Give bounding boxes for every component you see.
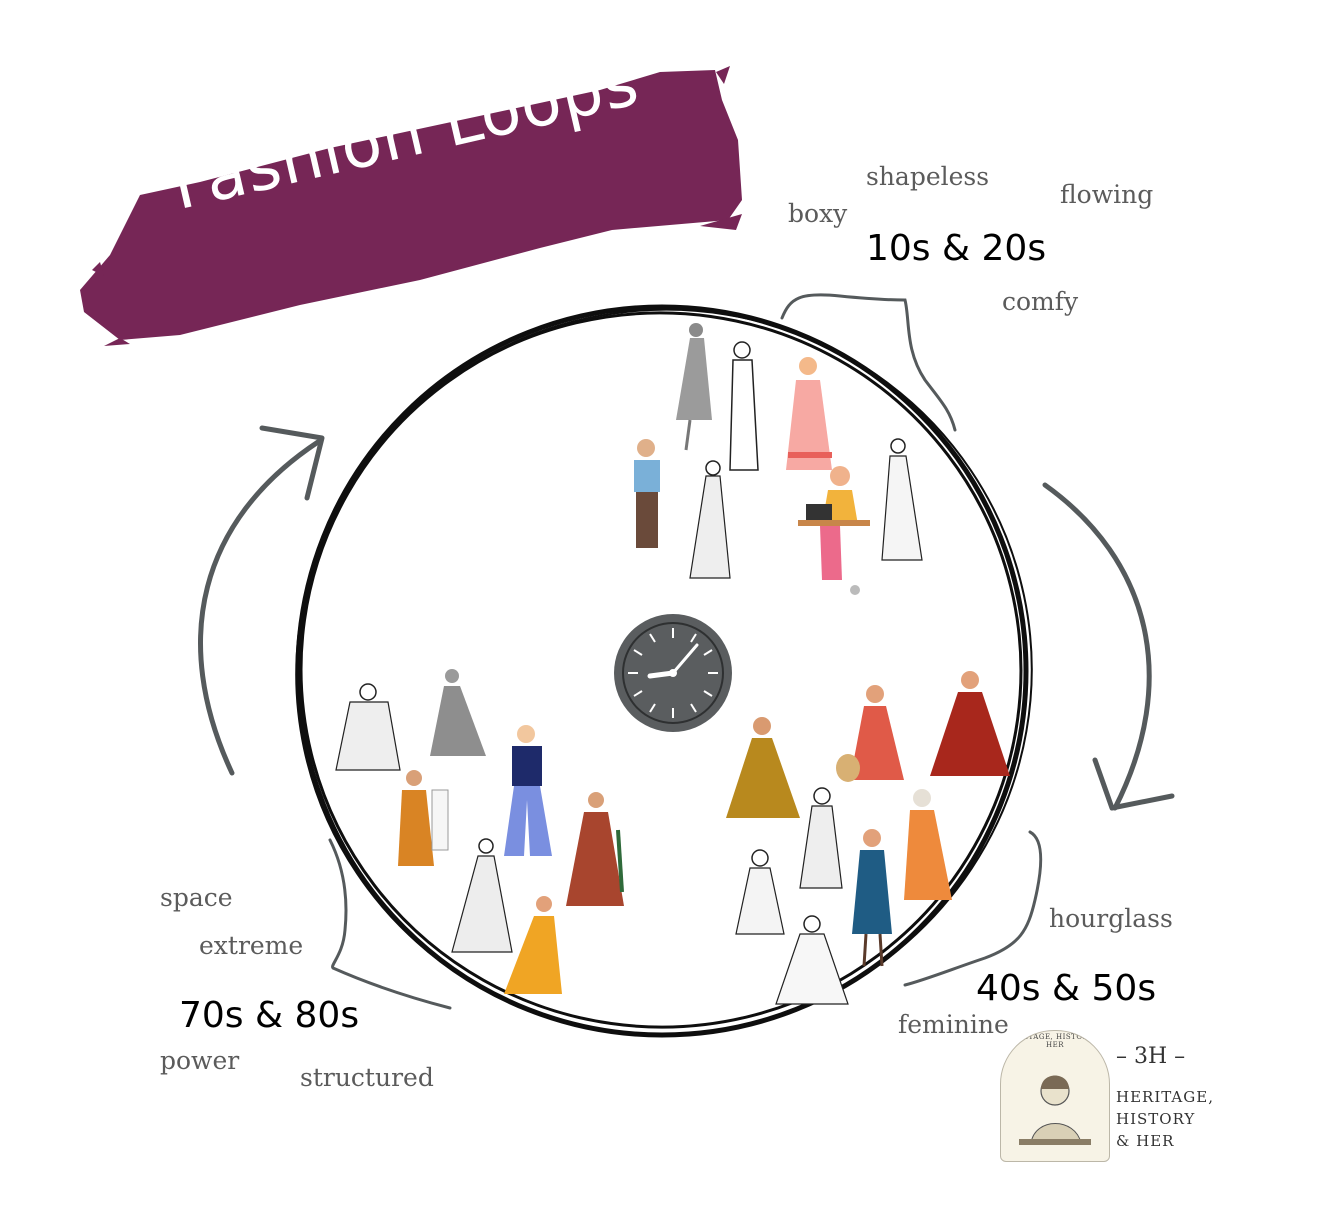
logo-text-line: HERITAGE, [1116, 1088, 1214, 1106]
fashion-figure-illustration [676, 323, 712, 451]
fashion-figure-illustration [504, 725, 552, 856]
logo-seal-text: HERITAGE, HISTORY & HER [1007, 1033, 1103, 1049]
fashion-figure-illustration [566, 792, 624, 906]
braces [328, 293, 1043, 1010]
trait-label: shapeless [866, 162, 990, 191]
logo-text-line: & HER [1116, 1132, 1175, 1150]
fashion-figure-illustration [634, 439, 660, 548]
fashion-figure-illustration [335, 683, 401, 771]
trait-label: feminine [898, 1010, 1009, 1039]
logo-mark: – 3H – [1116, 1044, 1186, 1069]
fashion-figure-illustration [930, 671, 1010, 776]
fashion-figure-illustration [451, 838, 513, 953]
trait-label: hourglass [1049, 904, 1173, 933]
cycle-arrows [198, 425, 1175, 811]
logo-illustration [1019, 1075, 1091, 1145]
fashion-figure-illustration [836, 685, 904, 782]
fashion-figure-illustration [504, 896, 562, 994]
curved-arrow-icon [198, 439, 321, 776]
fashion-figure-illustration [430, 669, 486, 756]
fashion-figure-illustration [729, 341, 759, 471]
figures-left [335, 669, 624, 994]
trait-label: boxy [788, 199, 848, 228]
trait-label: structured [300, 1063, 434, 1092]
fashion-figure-illustration [726, 717, 800, 818]
fashion-figure-illustration [904, 789, 952, 900]
era-label: 40s & 50s [976, 968, 1157, 1009]
figures-right [726, 671, 1010, 1005]
trait-label: flowing [1060, 180, 1154, 209]
fashion-figure-illustration [398, 770, 449, 866]
trait-label: power [160, 1046, 240, 1075]
clock-icon [614, 614, 732, 732]
outer-ring [295, 304, 1033, 1038]
title-banner [80, 66, 742, 346]
era-label: 10s & 20s [866, 228, 1047, 269]
fashion-figure-illustration [852, 829, 892, 967]
logo-text-line: HISTORY [1116, 1110, 1196, 1128]
fashion-figure-illustration [799, 787, 843, 889]
trait-label: extreme [199, 931, 304, 960]
arrow-head-icon [1092, 757, 1175, 811]
fashion-figure-illustration [798, 466, 870, 595]
trait-label: comfy [1002, 287, 1079, 316]
fashion-figure-illustration [775, 915, 849, 1005]
fashion-figure-illustration [881, 438, 923, 561]
arrow-head-icon [259, 425, 325, 501]
figures-top [634, 323, 923, 595]
era-label: 70s & 80s [179, 995, 360, 1036]
fashion-figure-illustration [735, 849, 785, 935]
curved-arrow-icon [1042, 482, 1152, 811]
fashion-figure-illustration [786, 357, 832, 470]
logo-seal: HERITAGE, HISTORY & HER [1000, 1030, 1110, 1162]
fashion-figure-illustration [689, 460, 731, 579]
trait-label: space [160, 883, 233, 912]
